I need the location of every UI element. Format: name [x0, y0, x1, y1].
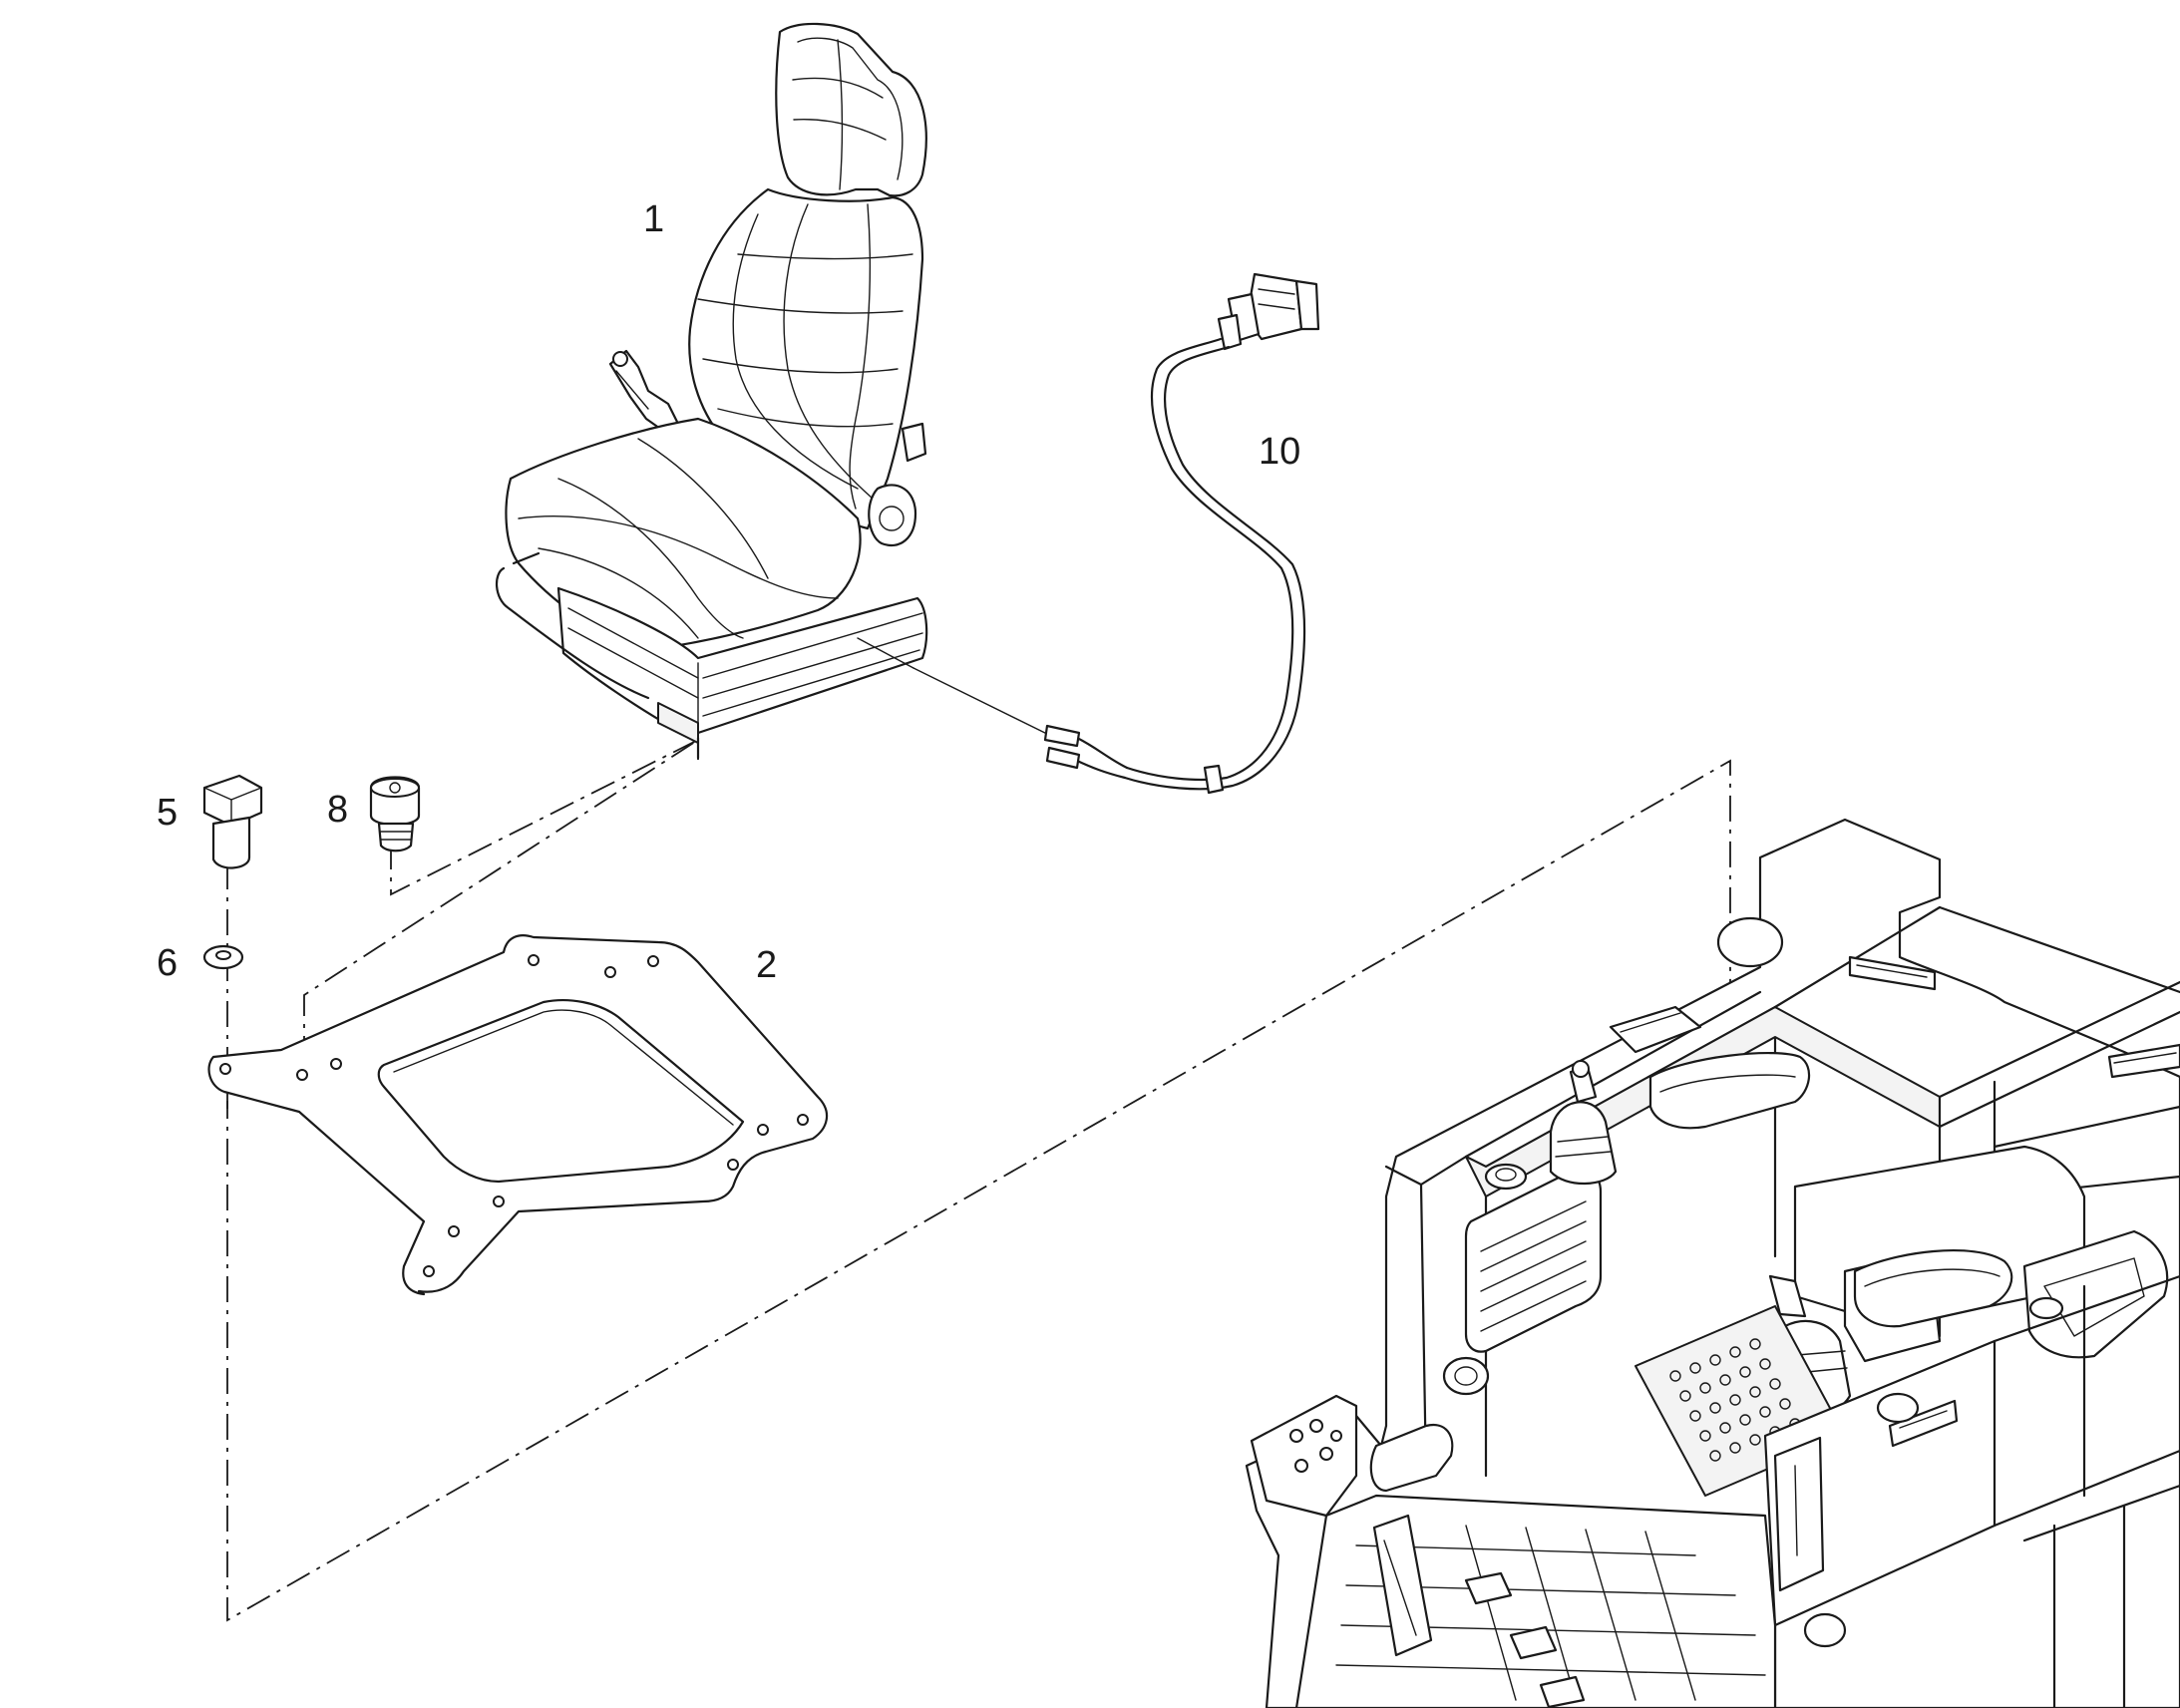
callout-cable: 10 [1259, 431, 1300, 473]
washer [202, 944, 244, 970]
callout-seat: 1 [643, 198, 664, 240]
callout-socket-screw: 8 [327, 789, 348, 831]
callout-washer: 6 [157, 942, 178, 984]
base-plate [207, 934, 829, 1296]
seat-assembly [496, 22, 928, 760]
cab-floor-structure [1245, 818, 2180, 1708]
socket-head-screw [369, 776, 421, 853]
hex-bolt [202, 774, 263, 869]
callout-hex-bolt: 5 [157, 792, 178, 834]
callout-base-plate: 2 [756, 944, 777, 986]
cable-harness [1043, 272, 1320, 795]
